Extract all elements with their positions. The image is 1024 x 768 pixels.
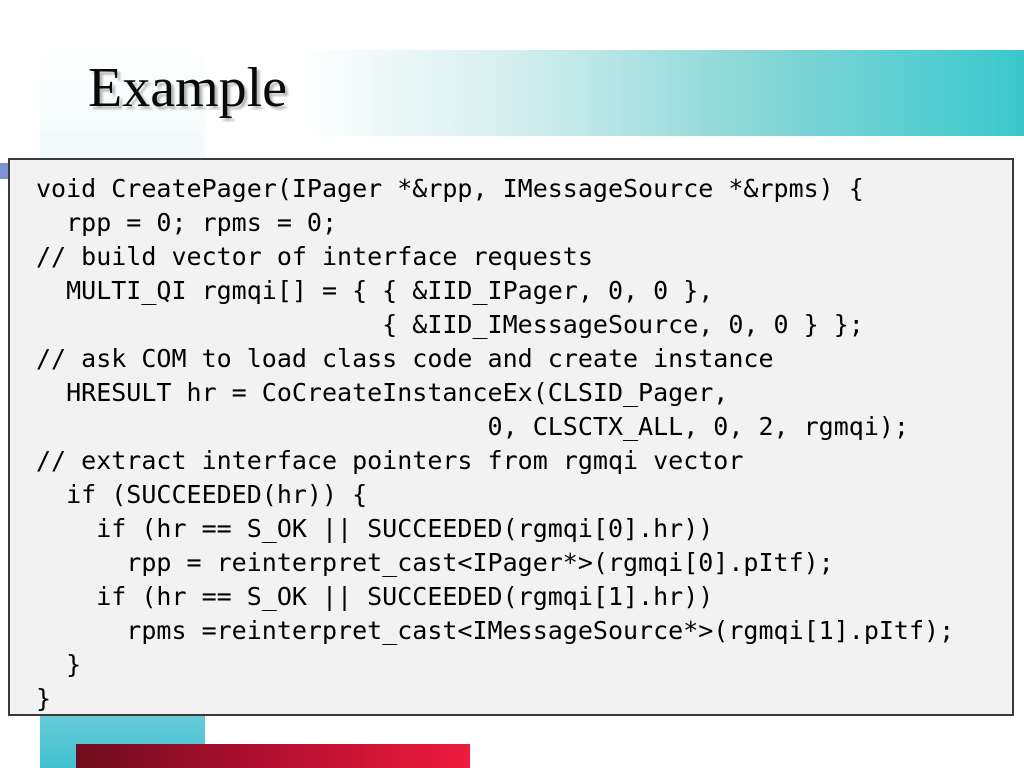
code-comment-line: // extract interface pointers from rgmqi…	[36, 446, 744, 475]
left-strip-top-fade	[40, 30, 205, 130]
code-comment-line: // build vector of interface requests	[36, 242, 593, 271]
code-line: rpp = reinterpret_cast<IPager*>(rgmqi[0]…	[36, 548, 834, 577]
code-line: if (hr == S_OK || SUCCEEDED(rgmqi[0].hr)…	[36, 514, 714, 543]
title-gradient-band	[300, 50, 1024, 136]
code-comment-line: // ask COM to load class code and create…	[36, 344, 774, 373]
red-accent-bar	[76, 744, 470, 768]
blue-edge-marker	[0, 163, 8, 179]
code-line: MULTI_QI rgmqi[] = { { &IID_IPager, 0, 0…	[36, 276, 714, 305]
code-line: if (SUCCEEDED(hr)) {	[36, 480, 368, 509]
code-line: rpp = 0; rpms = 0;	[36, 208, 338, 237]
code-line: if (hr == S_OK || SUCCEEDED(rgmqi[1].hr)…	[36, 582, 714, 611]
code-line: }	[36, 650, 82, 679]
code-line: 0, CLSCTX_ALL, 0, 2, rgmqi);	[36, 412, 909, 441]
code-line: }	[36, 684, 52, 713]
slide-title: Example	[88, 57, 288, 119]
code-line: rpms =reinterpret_cast<IMessageSource*>(…	[36, 616, 955, 645]
code-line: HRESULT hr = CoCreateInstanceEx(CLSID_Pa…	[36, 378, 729, 407]
code-block: void CreatePager(IPager *&rpp, IMessageS…	[8, 158, 1014, 716]
code-line: { &IID_IMessageSource, 0, 0 } };	[36, 310, 864, 339]
code-line: void CreatePager(IPager *&rpp, IMessageS…	[36, 174, 864, 203]
